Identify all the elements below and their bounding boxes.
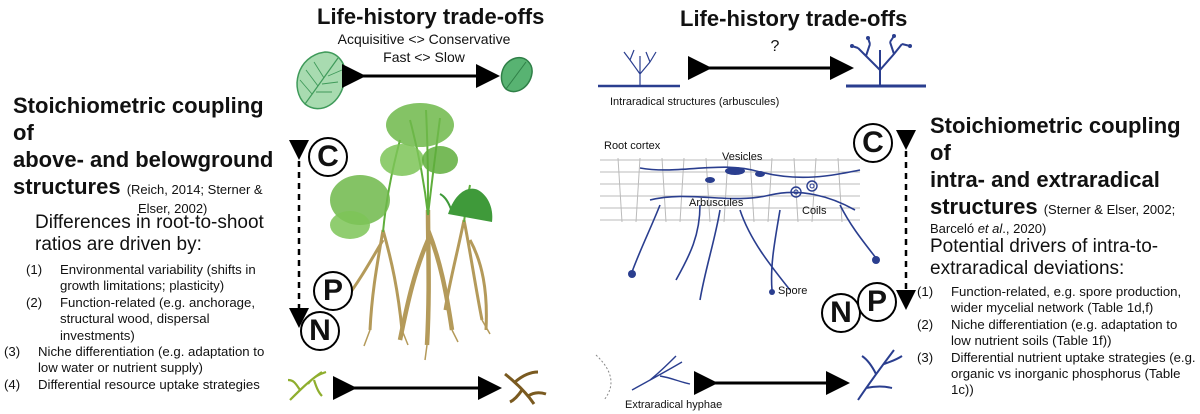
carbon-circle-right: C: [853, 123, 893, 163]
hyphae-caption: Extraradical hyphae: [625, 399, 723, 411]
arbuscules-label: Arbuscules: [689, 197, 744, 209]
left-driver-text: Environmental variability (shifts in gro…: [60, 262, 256, 294]
right-drivers-line1: Potential drivers of intra-to-: [930, 236, 1159, 257]
small-arbuscule-icon: [598, 49, 680, 88]
right-driver-num: (3): [917, 349, 934, 365]
coarse-root-icon: [504, 370, 547, 405]
large-arbuscule-icon: [846, 34, 926, 88]
large-leaf-icon: [296, 51, 346, 110]
left-heading-line2: above- and belowground: [13, 147, 274, 172]
left-title: Life-history trade-offs: [317, 4, 545, 29]
left-subtitle-acquisitive: Acquisitive <> Conservative: [337, 31, 511, 47]
right-driver-num: (2): [917, 316, 934, 332]
coils-label: Coils: [802, 205, 827, 217]
right-driver-num: (1): [917, 284, 934, 299]
right-driver-list: (1) Function-related, e.g. spore producti…: [917, 284, 1198, 399]
nitrogen-circle-right: N: [821, 293, 861, 333]
left-citation-a: (Reich, 2014; Sterner &: [126, 182, 263, 197]
right-drivers-heading: Potential drivers of intra-to- extraradi…: [930, 236, 1200, 280]
left-driver-item: (4) Differential resource uptake strategi…: [4, 377, 280, 393]
left-driver-item: (1) Environmental variability (shifts in …: [4, 262, 280, 295]
right-citation-b-italic: et al: [977, 221, 1003, 236]
left-drivers-line2: ratios are driven by:: [35, 234, 202, 255]
right-heading-line2: intra- and extraradical: [930, 167, 1160, 192]
right-title: Life-history trade-offs: [680, 6, 908, 31]
left-driver-num: (1): [26, 262, 43, 277]
root-cortex-label: Root cortex: [604, 140, 661, 152]
sparse-hyphae-icon: [595, 354, 691, 401]
left-drivers-heading: Differences in root-to-shoot ratios are …: [35, 212, 275, 256]
right-heading: Stoichiometric coupling of intra- and ex…: [930, 112, 1200, 237]
right-heading-line1: Stoichiometric coupling of: [930, 113, 1181, 165]
left-driver-text: Differential resource uptake strategies: [38, 376, 260, 392]
right-citation-a: (Sterner & Elser, 2002;: [1043, 202, 1176, 217]
left-driver-num: (4): [4, 376, 21, 392]
small-leaf-icon: [500, 56, 533, 93]
phosphorus-circle-left: P: [313, 271, 353, 311]
left-subtitle-fast-slow: Fast <> Slow: [383, 49, 465, 65]
right-driver-text: Differential nutrient uptake strategies …: [951, 349, 1196, 398]
phosphorus-circle-right: P: [857, 282, 897, 322]
left-heading: Stoichiometric coupling of above- and be…: [13, 92, 283, 217]
nitrogen-circle-left: N: [300, 311, 340, 351]
right-driver-item: (1) Function-related, e.g. spore producti…: [917, 284, 1198, 317]
left-citation-b: Elser, 2002): [138, 201, 208, 216]
right-driver-text: Niche differentiation (e.g. adaptation t…: [951, 316, 1178, 349]
root-cortex-illustration: [600, 157, 880, 301]
left-heading-line1: Stoichiometric coupling of: [13, 93, 264, 145]
left-driver-text: Function-related (e.g. anchorage, struct…: [60, 294, 255, 343]
right-citation-b-post: ., 2020): [1002, 221, 1047, 236]
dense-hyphae-icon: [857, 349, 903, 401]
right-drivers-line2: extraradical deviations:: [930, 258, 1125, 279]
left-driver-item: (2) Function-related (e.g. anchorage, str…: [4, 295, 280, 344]
plant-illustration: [330, 103, 493, 361]
left-driver-text: Niche differentiation (e.g. adaptation t…: [38, 344, 265, 376]
right-driver-item: (3) Differential nutrient uptake strategi…: [917, 350, 1198, 399]
fine-root-icon: [287, 370, 327, 401]
carbon-circle-left: C: [308, 137, 348, 177]
right-driver-text: Function-related, e.g. spore production,…: [951, 284, 1182, 316]
left-driver-list: (1) Environmental variability (shifts in …: [4, 262, 280, 393]
right-citation-b: Barceló et al., 2020): [930, 220, 1200, 237]
right-heading-line3: structures: [930, 194, 1038, 219]
right-citation-b-pre: Barceló: [930, 221, 978, 236]
spore-label: Spore: [778, 285, 808, 297]
left-drivers-line1: Differences in root-to-shoot: [35, 212, 264, 233]
right-question-mark: ?: [770, 38, 780, 55]
left-heading-line3: structures: [13, 174, 121, 199]
left-driver-num: (3): [4, 344, 21, 360]
left-driver-num: (2): [26, 294, 43, 310]
arbuscules-caption: Intraradical structures (arbuscules): [610, 96, 780, 108]
left-driver-item: (3) Niche differentiation (e.g. adaptatio…: [4, 344, 280, 377]
vesicles-label: Vesicles: [722, 151, 763, 163]
right-driver-item: (2) Niche differentiation (e.g. adaptatio…: [917, 317, 1198, 350]
